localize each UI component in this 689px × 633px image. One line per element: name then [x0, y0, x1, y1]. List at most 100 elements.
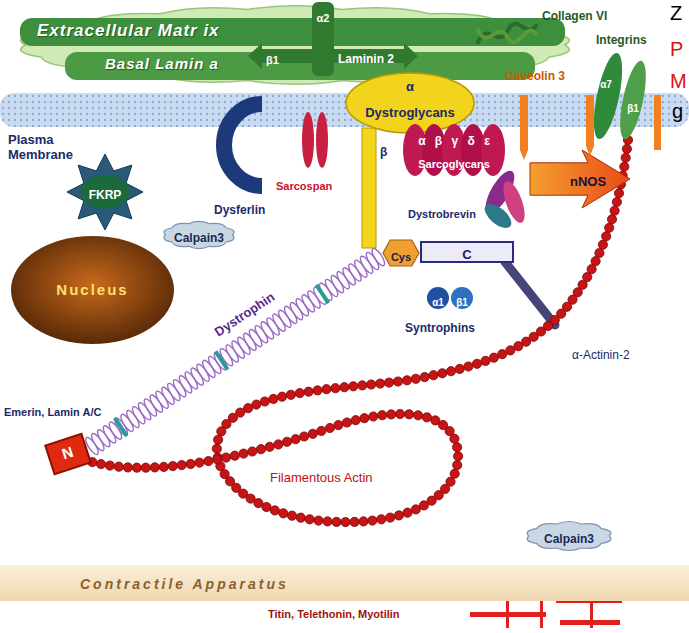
actin-bead [248, 447, 257, 456]
label-holder: β [380, 142, 387, 160]
actin-bead [314, 516, 323, 525]
node-text: nNOS [570, 175, 606, 190]
laminin-alpha-arm [312, 2, 334, 76]
node-text: N [60, 443, 76, 463]
cys-domain: Cys [383, 240, 419, 266]
actin-bead [308, 429, 317, 438]
actin-bead [217, 427, 226, 436]
node-text-holder: Dystroglycans [345, 103, 475, 121]
actin-bead [279, 509, 288, 518]
actin-bead [453, 443, 462, 452]
node-text: α [406, 80, 414, 95]
label-holder: Caveolin 3 [505, 66, 565, 84]
part-label: α β γ δ ε [418, 135, 490, 149]
actin-bead [141, 463, 150, 472]
actin-bead [376, 379, 385, 388]
actin-bead [291, 435, 300, 444]
actin-bead [150, 463, 159, 472]
actin-bead [123, 463, 132, 472]
actin-bead [239, 449, 248, 458]
collagen-helix [478, 24, 536, 43]
actin-bead [360, 414, 369, 423]
actin-bead [342, 418, 351, 427]
label-holder: Titin, Telethonin, Myotilin [268, 604, 400, 622]
n-terminus: N [44, 433, 92, 476]
actin-bead [300, 432, 309, 441]
node-text-holder: Extracellular Matr ix [37, 21, 220, 41]
node-text-holder: Basal Lamin a [105, 55, 219, 73]
label-holder: Filamentous Actin [270, 468, 373, 486]
part-label: Sarcoglycans [418, 158, 490, 171]
actin-bead [614, 189, 623, 198]
node-text-holder: FKRP [67, 185, 143, 203]
node-text: Nucleus [56, 281, 128, 298]
part-label: Sarcospan [276, 180, 332, 193]
actin-bead [620, 162, 629, 171]
part-label: α-Actinin-2 [572, 349, 630, 363]
part-label: Caveolin 3 [505, 70, 565, 84]
part-label: Laminin 2 [338, 53, 394, 67]
actin-bead [598, 240, 607, 249]
node-text-holder: C [420, 245, 514, 263]
actin-bead [304, 387, 313, 396]
label-holder: Dystrobrevin [408, 204, 476, 222]
actin-bead [405, 410, 414, 419]
dystrophin-hinge [214, 350, 229, 371]
part-label: β1 [266, 54, 279, 67]
actin-bead [132, 463, 141, 472]
actin-bead [282, 437, 291, 446]
part-label: Filamentous Actin [270, 471, 373, 486]
plasma-membrane: Plasma Membrane [0, 93, 689, 127]
actin-bead [612, 197, 621, 206]
beta-dystroglycan-stem [362, 128, 376, 248]
part-label: α7 [600, 79, 612, 91]
actin-path [92, 140, 628, 522]
part-label: g [672, 100, 683, 123]
actin-bead [214, 435, 223, 444]
fkrp-star: FKRP [67, 154, 143, 230]
actin-bead [422, 413, 431, 422]
node-text: Dystroglycans [365, 106, 455, 121]
actin-bead [453, 461, 462, 470]
extracellular-matrix-shape [5, 0, 585, 90]
actin-bead [455, 364, 464, 373]
part-label: Integrins [596, 34, 647, 48]
actin-bead [305, 515, 314, 524]
actin-bead [295, 389, 304, 398]
actin-bead [359, 517, 368, 526]
label-holder: Sarcospan [276, 176, 332, 194]
node-text-holder: Cys [383, 247, 419, 265]
actin-bead [605, 223, 614, 232]
actin-bead [358, 381, 367, 390]
actin-bead [213, 455, 222, 464]
node-text-holder: nNOS [538, 172, 638, 190]
node-text-holder: α [345, 77, 475, 95]
node-text: C [462, 248, 471, 263]
actin-bead [270, 506, 279, 515]
actin-bead [621, 153, 630, 162]
actin-bead [472, 359, 481, 368]
actin-bead [212, 444, 221, 453]
part-label: Emerin, Lamin A/C [4, 406, 101, 419]
actin-bead [378, 411, 387, 420]
node-text: Basal Lamin a [105, 55, 219, 72]
actin-bead [446, 367, 455, 376]
actin-bead [96, 460, 105, 469]
actin-bead [350, 517, 359, 526]
calpain-cloud: Calpain3 [158, 218, 240, 252]
part-label: P [670, 38, 683, 61]
actin-bead [450, 469, 459, 478]
actin-bead [325, 423, 334, 432]
node-text: Calpain3 [544, 533, 594, 547]
dystrophin-hinge [315, 284, 330, 305]
actin-bead [438, 369, 447, 378]
actin-bead [385, 378, 394, 387]
actin-bead [222, 453, 231, 462]
actin-bead [287, 511, 296, 520]
actin-bead [420, 373, 429, 382]
calpain-cloud: Calpain3 [520, 518, 618, 554]
actin-bead [322, 385, 331, 394]
node-text: Cys [391, 251, 411, 264]
part-label: Dystrophin [212, 290, 277, 340]
